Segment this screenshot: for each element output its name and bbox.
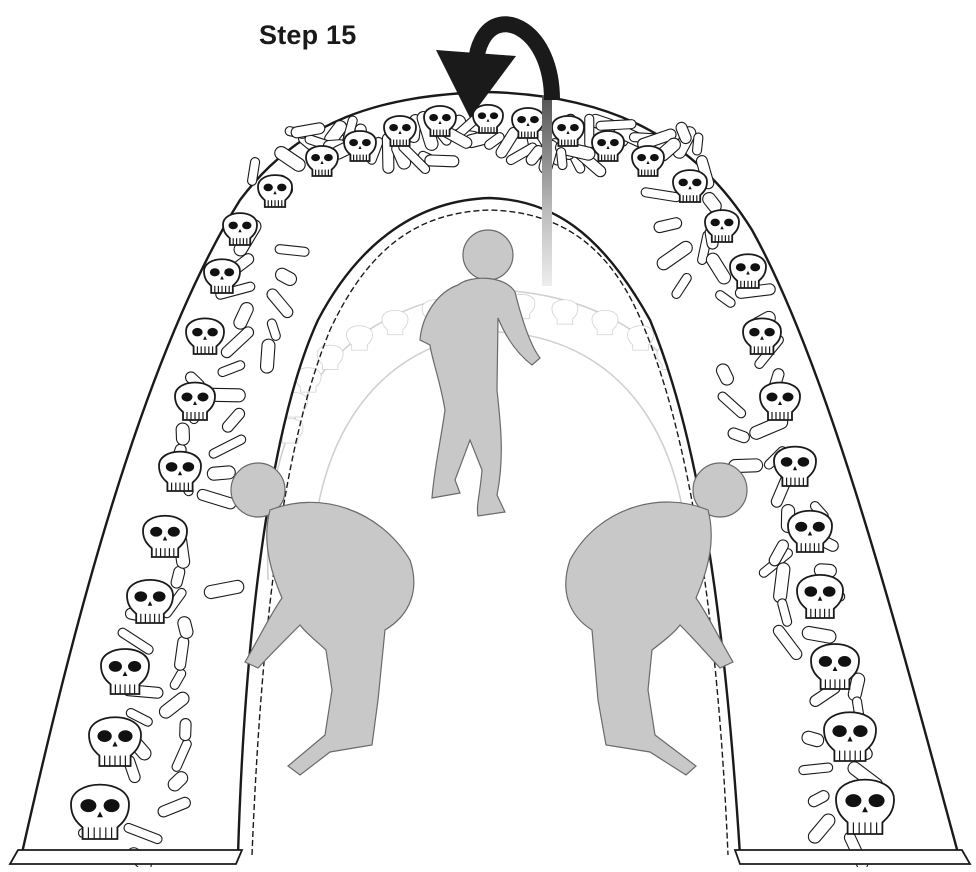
skull-icon [628,326,654,350]
skull-icon [317,345,343,369]
step-title: Step 15 [259,20,356,51]
skull-icon [552,300,578,324]
skull-icon [592,310,618,334]
skull-icon [346,326,372,350]
arch-base [10,850,970,864]
skull-icon [382,310,408,334]
